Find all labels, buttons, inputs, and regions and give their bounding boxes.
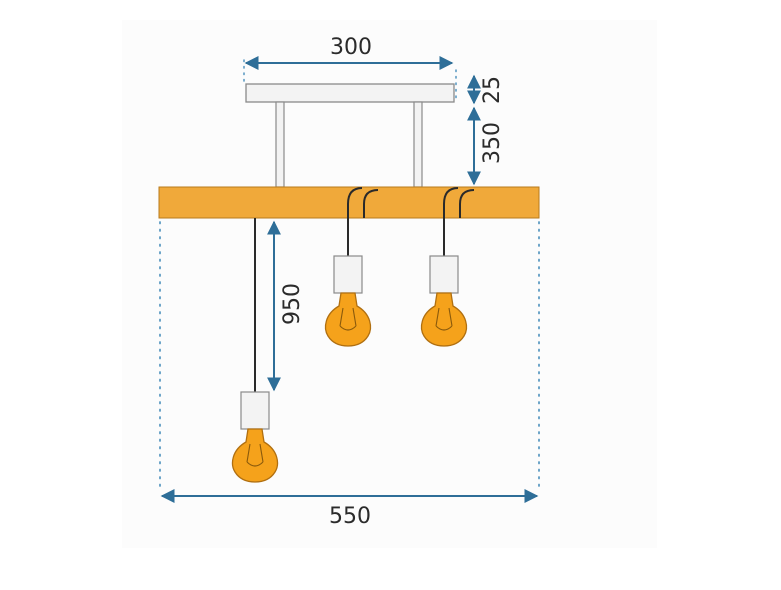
cables xyxy=(254,187,475,392)
dimension-label-canopy-height: 25 xyxy=(480,76,505,104)
dimension-label-cable-length: 950 xyxy=(280,283,305,325)
background-panel xyxy=(122,20,657,548)
dimension-label-rod-length: 350 xyxy=(480,122,505,164)
pendant-lamp-right xyxy=(420,255,468,347)
lamp-socket-icon xyxy=(429,255,459,294)
lamp-socket-icon xyxy=(240,391,270,430)
support-rod-right xyxy=(413,101,423,188)
dimension-label-total-width: 550 xyxy=(329,504,371,529)
edison-bulb-icon xyxy=(231,428,279,483)
pendant-lamp-left xyxy=(231,391,279,483)
dimension-label-canopy-width: 300 xyxy=(330,35,372,60)
support-rod-left xyxy=(275,101,285,188)
ceiling-canopy xyxy=(245,83,455,103)
lamp-socket-icon xyxy=(333,255,363,294)
edison-bulb-icon xyxy=(324,292,372,347)
edison-bulb-icon xyxy=(420,292,468,347)
pendant-lamp-middle xyxy=(324,255,372,347)
